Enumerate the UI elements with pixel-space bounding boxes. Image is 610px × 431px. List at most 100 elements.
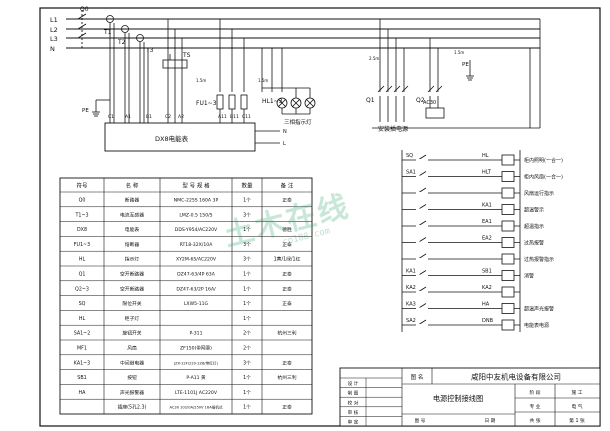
control-mid-label: EA2 <box>482 236 492 242</box>
current-transformers <box>92 15 188 123</box>
table-header-cell: 符号 <box>76 182 88 190</box>
title-role-label: 制 图 <box>348 390 359 397</box>
table-cell: 插座(5孔2.3) <box>118 404 147 411</box>
table-cell: 限位开关 <box>122 300 141 307</box>
table-cell: KA1~3 <box>74 360 90 366</box>
label-b11: B11 <box>230 114 239 120</box>
table-cell: T1~3 <box>74 212 88 218</box>
meter-l: L <box>283 141 286 147</box>
table-header-cell: 名 称 <box>126 182 139 190</box>
table-cell: XY2M-65/AC220V <box>176 257 217 263</box>
size-label-4: 1.5m <box>454 50 464 55</box>
label-c1: C1 <box>108 114 114 120</box>
contact-gap <box>416 307 428 310</box>
control-mid-label: SB1 <box>482 269 492 275</box>
title-field-value: 电 气 <box>571 403 582 410</box>
contact-gap <box>416 225 428 227</box>
outgoing-breakers <box>372 19 541 129</box>
table-cell: Q1 <box>79 272 86 278</box>
contact-gap <box>416 324 428 326</box>
load-box <box>501 154 515 166</box>
table-cell: 3个 <box>243 360 251 366</box>
load-box <box>501 303 515 314</box>
table-cell: 1个 <box>243 405 251 411</box>
table-cell: SA1~2 <box>74 331 91 337</box>
table-cell: 1个 <box>243 198 251 204</box>
control-mid-label: HA <box>482 302 490 308</box>
table-cell: P-311 <box>189 331 202 337</box>
table-cell: DZ47-63/2P 16A/ <box>176 286 216 292</box>
table-cell: NMC-225S 160A 3P <box>174 198 219 204</box>
table-cell: SQ <box>79 301 86 307</box>
table-cell: HL <box>79 257 86 263</box>
load-box <box>501 253 515 265</box>
label-ts: TS <box>182 52 191 59</box>
table-cell: 2个 <box>243 331 251 337</box>
control-mid-label: HL <box>482 153 489 159</box>
line-label-l2: L2 <box>50 26 58 34</box>
table-cell: 1个 <box>243 316 251 322</box>
control-mid-label: HLT <box>482 170 492 176</box>
contact-gap <box>416 258 428 260</box>
table-cell: 正泰 <box>282 285 292 292</box>
control-mid-label: KA1 <box>482 203 492 209</box>
table-cell: 断路器 <box>125 197 140 204</box>
fuses-and-lamps <box>216 19 316 123</box>
control-right-label: 超温警示 <box>524 207 544 214</box>
table-cell: 1个 <box>243 375 251 381</box>
table-cell: 风扇 <box>127 345 137 352</box>
control-right-label: 超温指示 <box>524 223 544 230</box>
title-drawing-no: 图 号 <box>415 418 426 424</box>
table-cell: LXW5-11G <box>184 301 209 307</box>
table-cell: 1个 <box>243 390 251 396</box>
contact-gap <box>416 274 428 277</box>
size-label-2: 1.5m <box>258 78 268 83</box>
table-cell: 杭州三利 <box>277 374 296 381</box>
table-cell: 杭州三利 <box>277 330 296 337</box>
label-b1: B1 <box>146 114 152 120</box>
title-company-label: 图 名 <box>411 373 424 381</box>
table-cell: 正泰 <box>282 404 292 411</box>
title-role-label: 校 对 <box>348 399 359 406</box>
table-cell: 德胜 <box>282 226 292 233</box>
label-t1: T1 <box>103 29 112 36</box>
socket-caption: 安装插电源 <box>378 125 408 133</box>
label-a11: A11 <box>218 114 227 120</box>
label-pe2: PE <box>462 62 469 68</box>
control-right-label: 消警 <box>524 273 534 280</box>
contact-gap <box>416 208 428 211</box>
table-cell: 1个 <box>243 272 251 278</box>
control-left-label: KA2 <box>406 285 416 291</box>
control-right-label: 过热报警指示 <box>524 256 554 263</box>
size-label-1: 1.5m <box>196 78 206 83</box>
meter-n: N <box>283 129 287 135</box>
control-left-label: KA1 <box>406 269 416 275</box>
table-cell: 正泰 <box>282 300 292 307</box>
title-field-value: 施 工 <box>571 389 582 396</box>
control-left-label: SA2 <box>406 318 416 324</box>
lamp-caption: 三相指示灯 <box>284 118 312 126</box>
table-cell: Q0 <box>79 198 86 204</box>
table-cell: 柜子灯 <box>125 315 140 322</box>
contact-gap <box>416 192 428 194</box>
table-cell: 1黄/1绿/1红 <box>274 256 301 263</box>
table-cell: 熔断器 <box>125 241 140 248</box>
label-c2: C2 <box>165 114 171 120</box>
table-cell: P-A11 黄 <box>186 374 206 381</box>
table-cell: 按钮 <box>127 374 137 381</box>
control-mid-label: DNB <box>482 318 494 324</box>
line-label-l3: L3 <box>50 35 58 43</box>
table-border <box>59 177 313 415</box>
table-cell: 2个 <box>243 346 251 352</box>
table-cell: 空开断路器 <box>120 285 144 292</box>
table-cell: HL <box>79 316 86 322</box>
control-left-label: SA1 <box>406 170 416 176</box>
load-box <box>501 319 515 331</box>
table-cell: 电流互感器 <box>120 211 144 218</box>
label-q0: Q0 <box>80 6 89 13</box>
load-box <box>501 220 515 232</box>
table-cell: MF1 <box>77 346 87 352</box>
control-circuit <box>401 150 521 332</box>
